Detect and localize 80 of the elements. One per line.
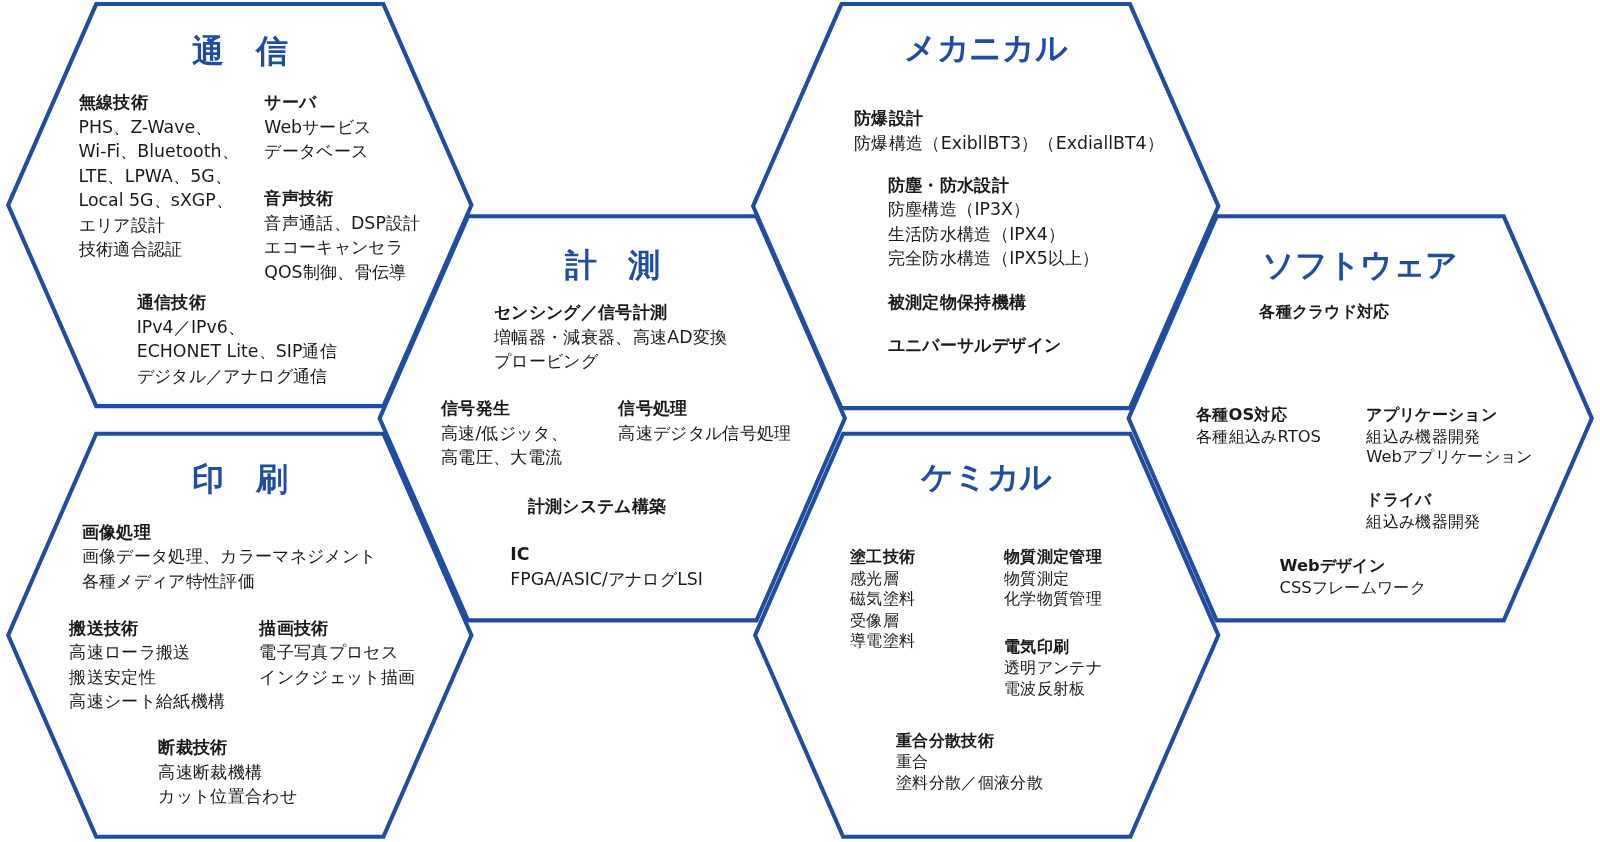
hexagon-title: 計 測	[564, 245, 660, 284]
section-heading: 通信技術	[136, 291, 207, 313]
section-heading: 各種クラウド対応	[1259, 302, 1390, 322]
item-text: 組込み機器開発	[1366, 510, 1481, 531]
item-text: 物質測定	[1004, 567, 1070, 588]
item-text: QOS制御、骨伝導	[264, 261, 407, 283]
item-text: 技術適合認証	[78, 238, 183, 260]
section-heading: センシング／信号計測	[493, 302, 668, 323]
item-text: LTE、LPWA、5G、	[78, 165, 233, 187]
item-text: Wi-Fi、Bluetooth、	[78, 140, 239, 162]
item-text: 高速ローラ搬送	[69, 641, 191, 663]
section-heading: 計測システム構築	[527, 495, 667, 517]
section-heading: 断裁技術	[158, 736, 228, 758]
item-text: 画像データ処理、カラーマネジメント	[81, 545, 377, 567]
item-text: 化学物質管理	[1004, 588, 1103, 609]
hexagon-title: ソフトウェア	[1262, 245, 1459, 284]
item-text: Local 5G、sXGP、	[78, 189, 234, 211]
section-heading: ドライバ	[1366, 489, 1432, 510]
section-heading: 無線技術	[78, 91, 148, 113]
section-heading: 信号処理	[618, 397, 688, 419]
section-heading: 各種OS対応	[1195, 405, 1287, 425]
section-heading: 防塵・防水設計	[887, 174, 1010, 196]
section-heading: 塗工技術	[850, 546, 916, 567]
section-heading: 音声技術	[264, 187, 334, 209]
item-text: 電子写真プロセス	[259, 641, 398, 663]
item-text: Webアプリケーション	[1366, 446, 1533, 467]
item-text: 受像層	[850, 609, 899, 630]
item-text: プロービング	[493, 351, 598, 372]
section-heading: 搬送技術	[69, 617, 139, 639]
section-heading: 電気印刷	[1004, 636, 1070, 657]
hexagon-title: メカニカル	[904, 29, 1068, 68]
item-text: PHS、Z-Wave、	[78, 116, 213, 138]
item-text: 各種組込みRTOS	[1195, 426, 1321, 446]
section-heading: 画像処理	[81, 521, 151, 543]
item-text: ECHONET Lite、SIP通信	[136, 340, 338, 362]
item-text: 磁気塗料	[850, 588, 916, 609]
item-text: インクジェット描画	[259, 666, 416, 688]
item-text: Webサービス	[264, 116, 372, 138]
item-text: 組込み機器開発	[1366, 426, 1481, 446]
hexagon-title: ケミカル	[921, 458, 1053, 497]
section-heading: Webデザイン	[1279, 556, 1386, 576]
section-heading: 重合分散技術	[895, 730, 994, 751]
item-text: 電波反射板	[1004, 678, 1086, 699]
item-text: 搬送安定性	[69, 666, 157, 688]
item-text: 塗料分散／個液分散	[895, 772, 1043, 792]
section-heading: 防爆設計	[854, 108, 924, 129]
item-text: 高速シート給紙機構	[69, 690, 226, 712]
item-text: 防塵構造（IP3X）	[887, 199, 1031, 220]
section-heading: サーバ	[264, 91, 317, 113]
item-text: データベース	[264, 140, 369, 162]
item-text: 完全防水構造（IPX5以上）	[887, 247, 1100, 269]
item-text: 防爆構造（ExibllBT3）（ExdiallBT4）	[854, 132, 1164, 154]
item-text: 生活防水構造（IPX4）	[887, 223, 1066, 245]
item-text: 高速/低ジッタ、	[440, 422, 569, 444]
item-text: 透明アンテナ	[1004, 657, 1103, 678]
item-text: 重合	[895, 751, 929, 772]
item-text: デジタル／アナログ通信	[136, 365, 328, 387]
hexagon-title: 通 信	[192, 32, 288, 71]
item-text: 導電塗料	[850, 630, 916, 651]
item-text: 音声通話、DSP設計	[264, 212, 421, 234]
item-text: 高速デジタル信号処理	[618, 422, 792, 444]
item-text: 増幅器・減衰器、高速AD変換	[493, 326, 728, 348]
item-text: エリア設計	[78, 214, 166, 236]
section-heading: ユニバーサルデザイン	[887, 334, 1062, 356]
item-text: IPv4／IPv6、	[136, 316, 246, 338]
section-heading: 信号発生	[440, 397, 511, 419]
item-text: 高速断裁機構	[158, 761, 263, 783]
item-text: CSSフレームワーク	[1279, 577, 1426, 597]
item-text: 各種メディア特性評価	[81, 570, 256, 592]
item-text: カット位置合わせ	[158, 785, 297, 807]
section-heading: 描画技術	[259, 617, 329, 639]
item-text: 高電圧、大電流	[440, 446, 563, 468]
item-text: エコーキャンセラ	[264, 236, 404, 258]
section-heading: アプリケーション	[1366, 405, 1497, 425]
section-heading: IC	[510, 543, 530, 565]
item-text: FPGA/ASIC/アナログLSI	[510, 568, 703, 590]
item-text: 感光層	[850, 567, 899, 588]
hexagon-title: 印 刷	[192, 460, 288, 499]
section-heading: 物質測定管理	[1004, 546, 1103, 567]
section-heading: 被測定物保持機構	[887, 291, 1027, 313]
